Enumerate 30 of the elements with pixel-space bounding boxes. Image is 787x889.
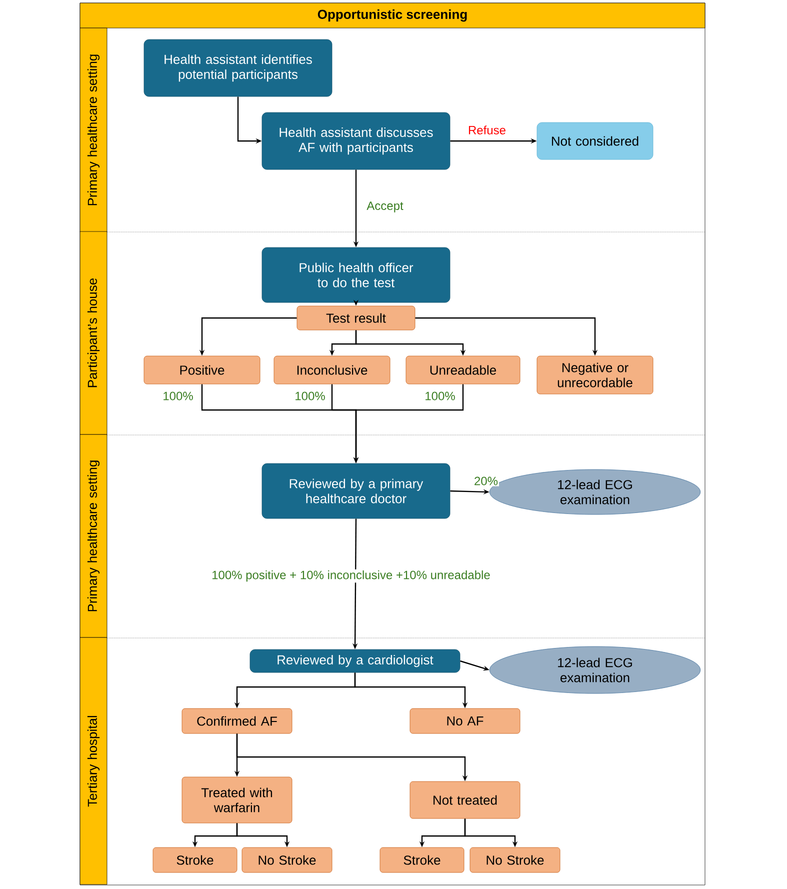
- result-box: Test result: [296, 306, 416, 330]
- outcome-box: Not considered: [536, 122, 654, 160]
- edge-label: 20%: [473, 476, 499, 486]
- lane-label: Primary healthcare setting: [80, 434, 108, 638]
- result-box: No AF: [410, 708, 520, 734]
- process-box: Reviewed by a cardiologist: [250, 649, 460, 673]
- edge-label: Refuse: [466, 124, 507, 136]
- result-box: Not treated: [410, 781, 520, 819]
- result-box: No Stroke: [470, 847, 560, 873]
- process-box: Health assistant discusses AF with participants: [262, 112, 450, 170]
- lane-label: Primary healthcare setting: [80, 28, 108, 232]
- process-box: Reviewed by a primary healthcare doctor: [262, 463, 450, 519]
- edge-label: 100%: [424, 390, 456, 402]
- edge-label: 100% positive + 10% inconclusive +10% unreadable: [210, 569, 492, 583]
- process-box: Health assistant identifies potential participants: [144, 39, 332, 97]
- edge-label: 100%: [294, 390, 326, 402]
- result-box: Positive: [144, 356, 260, 384]
- result-box: Stroke: [152, 847, 238, 873]
- edge-label: Accept: [366, 200, 404, 214]
- result-box: Unreadable: [406, 356, 520, 384]
- edge-label: 100%: [162, 390, 194, 402]
- result-box: Treated with warfarin: [182, 776, 292, 824]
- result-box: Stroke: [380, 847, 464, 873]
- lane-label: Tertiary hospital: [80, 637, 108, 885]
- lane-label: Participant’s house: [80, 231, 108, 435]
- result-box: Negative or unrecordable: [536, 356, 654, 394]
- process-box: Public health officer to do the test: [262, 247, 450, 303]
- result-box: No Stroke: [242, 847, 332, 873]
- result-box: Confirmed AF: [182, 708, 292, 734]
- result-box: Inconclusive: [274, 356, 390, 384]
